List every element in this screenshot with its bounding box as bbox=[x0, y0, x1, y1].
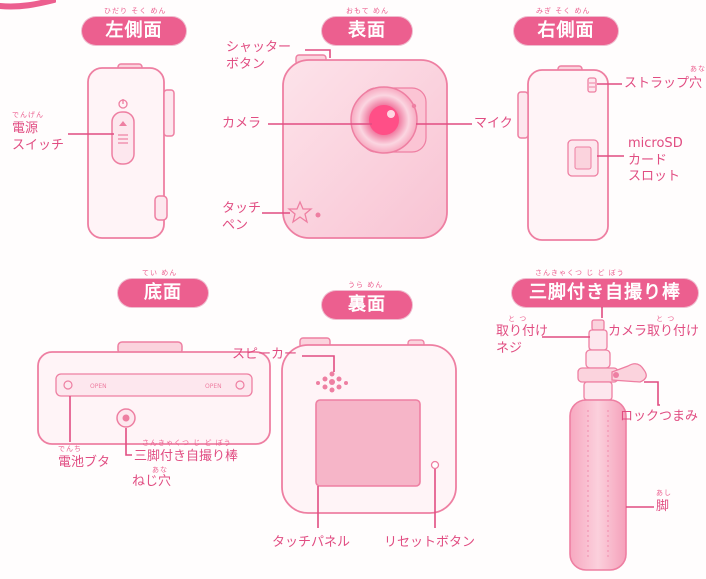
bottom-title-text: 底面 bbox=[144, 282, 182, 303]
leg-ruby: あし bbox=[656, 489, 672, 497]
microsd-line2: カード bbox=[628, 152, 668, 168]
reset-button-label: リセットボタン bbox=[384, 535, 476, 550]
battery-cover-label: 電池ブタ bbox=[58, 455, 111, 470]
touch-panel-label: タッチパネル bbox=[272, 535, 351, 550]
right-side-device bbox=[517, 65, 624, 241]
microsd-slot-label: microSD カード スロット bbox=[628, 136, 683, 186]
mount-screw-ruby: と つ bbox=[508, 315, 528, 323]
speaker-label: スピーカー bbox=[232, 347, 298, 362]
strap-hole-ruby: あな bbox=[690, 65, 706, 73]
microsd-line3: スロット bbox=[628, 169, 681, 185]
front-ruby: おもて めん bbox=[346, 7, 389, 15]
tripod-screw-label: 三脚付き自撮り棒 bbox=[134, 449, 238, 466]
shutter-button-label: シャッター ボタン bbox=[226, 40, 291, 73]
right-side-title-text: 右側面 bbox=[537, 20, 595, 41]
mount-screw-line1: 取り付け bbox=[496, 324, 549, 339]
back-device bbox=[281, 337, 457, 528]
camera-mount-ruby: と つ bbox=[656, 315, 676, 323]
right-side-title: 右側面 bbox=[514, 17, 618, 45]
leg-label: 脚 bbox=[656, 499, 670, 514]
front-title-text: 表面 bbox=[348, 20, 386, 41]
left-side-ruby: ひだり そく めん bbox=[104, 7, 167, 15]
touch-pen-label: タッチ ペン bbox=[222, 201, 261, 234]
tripod-title: 三脚付き自撮り棒 bbox=[512, 279, 698, 307]
bottom-ruby: てい めん bbox=[142, 269, 178, 277]
mic-label: マイク bbox=[474, 116, 513, 131]
lock-knob-label: ロックつまみ bbox=[620, 409, 699, 424]
battery-open-text-right: OPEN bbox=[205, 383, 222, 390]
bottom-title: 底面 bbox=[118, 279, 208, 307]
strap-hole-label: ストラップ穴 bbox=[624, 76, 703, 91]
speaker-grille bbox=[316, 371, 348, 393]
left-side-title: 左側面 bbox=[82, 17, 186, 45]
power-switch-line1: 電源 bbox=[12, 121, 39, 136]
front-device bbox=[262, 49, 472, 239]
shutter-line1: シャッター bbox=[226, 40, 292, 55]
bottom-device: OPEN OPEN bbox=[37, 341, 271, 456]
camera-mount-label: カメラ取り付け bbox=[608, 324, 700, 339]
back-title: 裏面 bbox=[322, 291, 412, 319]
left-side-device bbox=[68, 63, 175, 239]
battery-cover-ruby: でんち bbox=[58, 445, 82, 453]
touch-pen-line1: タッチ bbox=[222, 201, 262, 216]
corner-decoration bbox=[0, 0, 56, 10]
left-side-title-text: 左側面 bbox=[105, 20, 163, 41]
tripod-device bbox=[542, 304, 660, 571]
power-switch-line2: スイッチ bbox=[12, 137, 65, 153]
tripod-screw-ruby: さんきゃくつ じ ど ぼう bbox=[142, 439, 232, 447]
mount-screw-label: 取り付け ネジ bbox=[496, 324, 548, 357]
tripod-title-text: 三脚付き自撮り棒 bbox=[529, 282, 681, 303]
right-side-ruby: みぎ そく めん bbox=[536, 7, 591, 15]
power-switch-ruby: でんげん bbox=[12, 111, 44, 119]
shutter-line2: ボタン bbox=[226, 56, 266, 72]
touch-pen-line2: ペン bbox=[222, 217, 249, 233]
microsd-line1: microSD bbox=[628, 136, 683, 151]
back-title-text: 裏面 bbox=[348, 294, 386, 315]
back-ruby: うら めん bbox=[348, 281, 384, 289]
camera-label: カメラ bbox=[222, 116, 262, 131]
front-title: 表面 bbox=[322, 17, 412, 45]
battery-open-text-left: OPEN bbox=[90, 383, 107, 390]
screw-hole-ruby: あな bbox=[152, 466, 168, 474]
power-switch-label: 電源 スイッチ bbox=[12, 121, 64, 154]
screw-hole-label: ねじ穴 bbox=[132, 474, 172, 489]
tripod-screw-line1: 三脚付き自撮り棒 bbox=[134, 449, 239, 464]
tripod-ruby: さんきゃくつ じ ど ぼう bbox=[535, 269, 625, 277]
mount-screw-line2: ネジ bbox=[496, 340, 523, 356]
